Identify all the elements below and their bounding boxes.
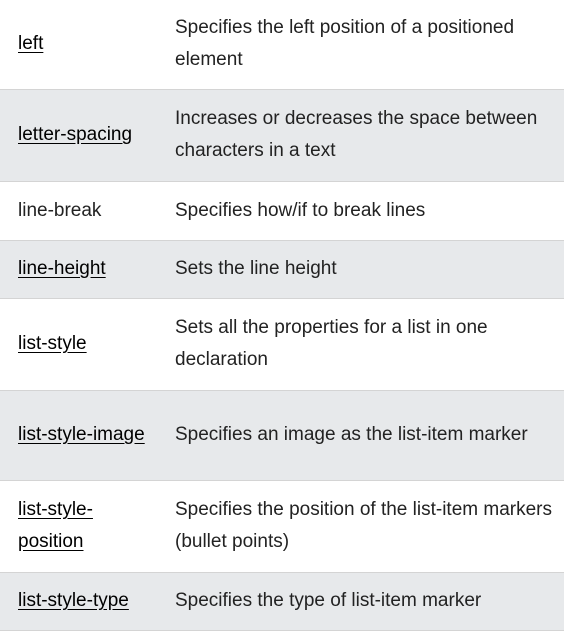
description-cell: Specifies how/if to break lines	[175, 199, 426, 221]
table-row: left Specifies the left position of a po…	[0, 0, 564, 89]
property-cell: letter-spacing	[0, 89, 157, 181]
property-cell: line-break	[0, 181, 157, 240]
description-cell: Specifies an image as the list-item mark…	[175, 424, 528, 445]
table-row: line-height Sets the line height	[0, 240, 564, 298]
property-link-line-height[interactable]: line-height	[18, 258, 106, 279]
property-link-left[interactable]: left	[18, 33, 44, 55]
property-cell: list-style	[0, 298, 157, 390]
table-row: letter-spacing Increases or decreases th…	[0, 89, 564, 181]
property-cell: line-height	[0, 240, 157, 298]
property-link-letter-spacing[interactable]: letter-spacing	[18, 124, 133, 145]
table-row: list-style-type Specifies the type of li…	[0, 572, 564, 630]
property-link-list-style-image[interactable]: list-style-image	[18, 424, 145, 445]
property-cell: list-style-type	[0, 572, 157, 630]
property-link-list-style[interactable]: list-style	[18, 333, 87, 354]
property-cell: list-style-position	[0, 480, 157, 572]
description-cell: Increases or decreases the space between…	[175, 108, 538, 161]
property-cell: list-style-image	[0, 390, 157, 480]
description-cell: Sets the line height	[175, 258, 337, 279]
description-cell: Specifies the type of list-item marker	[175, 590, 482, 611]
table-row: list-style-position Specifies the positi…	[0, 480, 564, 572]
description-cell: Specifies the position of the list-item …	[175, 499, 552, 552]
description-cell: Specifies the left position of a positio…	[175, 17, 515, 71]
table-row: list-style-image Specifies an image as t…	[0, 390, 564, 480]
property-name-line-break: line-break	[18, 199, 102, 221]
description-cell: Sets all the properties for a list in on…	[175, 317, 488, 370]
table-row: line-break Specifies how/if to break lin…	[0, 181, 564, 240]
property-link-list-style-position[interactable]: list-style-position	[18, 499, 93, 552]
table-row: list-style Sets all the properties for a…	[0, 298, 564, 390]
property-cell: left	[0, 0, 157, 89]
property-link-list-style-type[interactable]: list-style-type	[18, 590, 129, 611]
